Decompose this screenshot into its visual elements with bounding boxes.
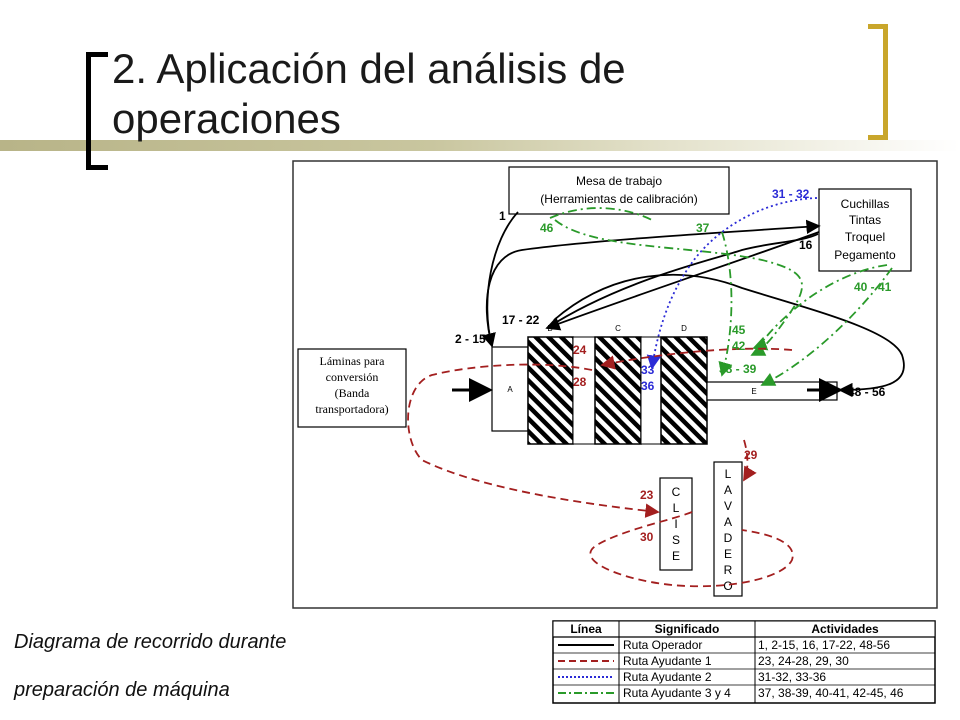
legend-activities-2: 23, 24-28, 29, 30	[758, 654, 849, 668]
lavadero-letter-5: D	[724, 531, 733, 545]
step-label-16: 16	[799, 238, 813, 252]
legend-meaning-4: Ruta Ayudante 3 y 4	[623, 686, 731, 700]
cuchillas-line-1: Cuchillas	[841, 197, 890, 211]
step-label-24: 24	[573, 343, 587, 357]
clise-letter-2: L	[673, 501, 680, 515]
flow-diagram: Mesa de trabajo (Herramientas de calibra…	[292, 160, 938, 609]
legend-activities-1: 1, 2-15, 16, 17-22, 48-56	[758, 638, 890, 652]
step-label-46: 46	[540, 221, 554, 235]
mesa-line-2: (Herramientas de calibración)	[540, 192, 697, 206]
step-label-2-15: 2 - 15	[455, 332, 486, 346]
cuchillas-box: Cuchillas Tintas Troquel Pegamento	[818, 188, 912, 272]
left-bracket-decoration	[86, 52, 108, 170]
right-bracket-decoration	[868, 24, 888, 140]
title-underline-bar	[0, 140, 960, 151]
step-label-40-41: 40 - 41	[854, 280, 892, 294]
step-label-1: 1	[499, 209, 506, 223]
clise-box: C L I S E	[659, 477, 693, 571]
legend-header-significado: Significado	[655, 622, 720, 636]
step-label-38-39: 38 - 39	[719, 362, 757, 376]
step-label-31-32: 31 - 32	[772, 187, 810, 201]
legend-meaning-2: Ruta Ayudante 1	[623, 654, 712, 668]
step-label-28: 28	[573, 375, 587, 389]
station-e-letter: E	[751, 387, 756, 396]
ayudante-1-route	[407, 347, 794, 588]
laminas-box: Láminas para conversión (Banda transport…	[297, 348, 407, 428]
legend-header-actividades: Actividades	[811, 622, 879, 636]
step-label-45: 45	[732, 323, 746, 337]
lavadero-letter-2: A	[724, 483, 732, 497]
clise-letter-5: E	[672, 549, 680, 563]
legend-activities-4: 37, 38-39, 40-41, 42-45, 46	[758, 686, 904, 700]
station-a-letter: A	[507, 385, 513, 394]
lavadero-letter-3: V	[724, 499, 732, 513]
page-title-line-2: operaciones	[112, 95, 341, 142]
lavadero-letter-7: R	[724, 563, 733, 577]
step-label-48-56: 48 - 56	[848, 385, 886, 399]
laminas-line-3: (Banda	[335, 386, 370, 400]
clise-letter-4: S	[672, 533, 680, 547]
step-label-29: 29	[744, 448, 758, 462]
mesa-line-1: Mesa de trabajo	[576, 174, 662, 188]
cuchillas-line-3: Troquel	[845, 230, 885, 244]
step-label-33: 33	[641, 363, 655, 377]
lavadero-letter-1: L	[725, 467, 732, 481]
step-label-37: 37	[696, 221, 710, 235]
lavadero-letter-8: O	[723, 579, 732, 593]
lavadero-box: L A V A D E R O	[713, 461, 743, 597]
station-a	[491, 346, 529, 432]
step-label-17-22: 17 - 22	[502, 313, 540, 327]
ayudante-3-4-route	[549, 207, 893, 386]
station-c-letter: C	[615, 324, 621, 333]
page-title-line-1: 2. Aplicación del análisis de	[112, 45, 626, 92]
unit-c-hatched	[594, 336, 642, 445]
cuchillas-line-2: Tintas	[849, 213, 881, 227]
operator-route	[481, 211, 905, 398]
ayudante-2-route	[646, 197, 818, 370]
legend-meaning-3: Ruta Ayudante 2	[623, 670, 712, 684]
laminas-line-4: transportadora)	[315, 402, 388, 416]
step-label-36: 36	[641, 379, 655, 393]
step-label-23: 23	[640, 488, 654, 502]
unit-b-hatched	[527, 336, 574, 445]
laminas-line-2: conversión	[326, 370, 379, 384]
legend-header-linea: Línea	[570, 622, 602, 636]
page-title: 2. Aplicación del análisis de operacione…	[112, 44, 832, 144]
legend-activities-3: 31-32, 33-36	[758, 670, 826, 684]
clise-letter-3: I	[674, 517, 677, 531]
step-label-30: 30	[640, 530, 654, 544]
legend-table: Línea Significado Actividades Ruta Opera…	[552, 620, 936, 704]
laminas-line-1: Láminas para	[320, 354, 386, 368]
step-label-42: 42	[732, 339, 746, 353]
clise-letter-1: C	[672, 485, 681, 499]
cuchillas-line-4: Pegamento	[834, 248, 896, 262]
mesa-de-trabajo-box: Mesa de trabajo (Herramientas de calibra…	[508, 166, 730, 215]
lavadero-letter-6: E	[724, 547, 732, 561]
lavadero-letter-4: A	[724, 515, 732, 529]
caption-line-1: Diagrama de recorrido durante	[14, 631, 287, 653]
diagram-caption: Diagrama de recorrido durante preparació…	[14, 618, 414, 714]
legend-meaning-1: Ruta Operador	[623, 638, 702, 652]
caption-line-2: preparación de máquina	[14, 679, 230, 701]
station-d-letter: D	[681, 324, 687, 333]
